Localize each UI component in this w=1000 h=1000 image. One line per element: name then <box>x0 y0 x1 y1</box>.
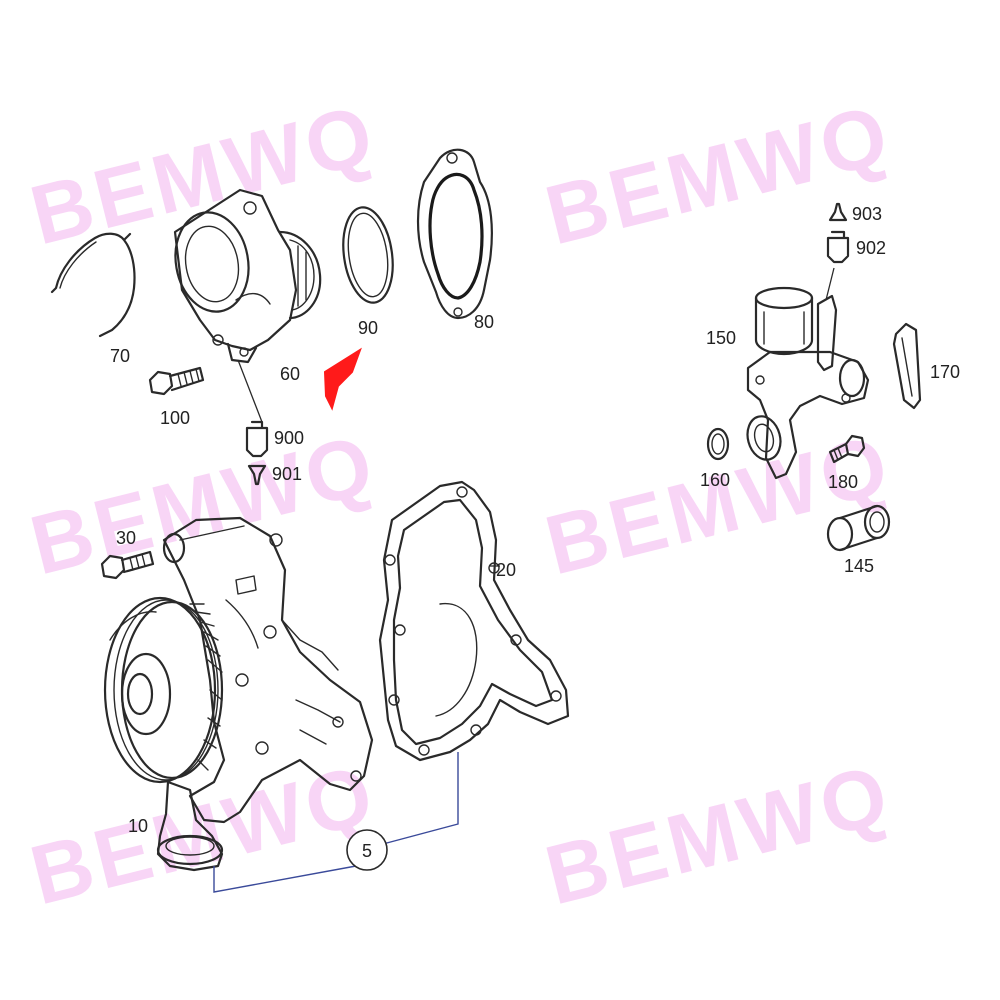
part-60-thermostat-housing <box>173 188 322 364</box>
callout-80: 80 <box>474 312 494 332</box>
callout-30: 30 <box>116 528 136 548</box>
callout-labels: 5 10 20 30 60 70 80 90 100 145 150 160 1… <box>110 204 960 861</box>
callout-902: 902 <box>856 238 886 258</box>
part-170-bracket <box>892 322 922 410</box>
watermark-top-left: BEMWQ <box>22 86 386 262</box>
red-arrow-icon <box>323 347 362 411</box>
part-90-o-ring <box>342 206 394 304</box>
callout-160: 160 <box>700 470 730 490</box>
part-70-wire-clip <box>50 232 136 338</box>
part-900-connector <box>237 359 269 458</box>
callout-900: 900 <box>274 428 304 448</box>
callout-150: 150 <box>706 328 736 348</box>
part-100-bolt <box>148 366 205 396</box>
part-80-gasket <box>416 148 493 320</box>
callout-70: 70 <box>110 346 130 366</box>
callout-903: 903 <box>852 204 882 224</box>
callout-10: 10 <box>128 816 148 836</box>
part-902-connector <box>826 230 850 264</box>
callout-90: 90 <box>358 318 378 338</box>
watermark-bottom-left: BEMWQ <box>22 746 386 922</box>
watermark-mid-left: BEMWQ <box>22 416 386 592</box>
callout-180: 180 <box>828 472 858 492</box>
part-145-sleeve <box>826 504 891 552</box>
kit-bracket-5 <box>213 752 459 893</box>
watermarks: BEMWQ BEMWQ BEMWQ BEMWQ BEMWQ BEMWQ <box>22 86 901 922</box>
callout-20: 20 <box>496 560 516 580</box>
part-160-o-ring <box>706 427 730 461</box>
callout-circle-5 <box>346 829 388 871</box>
watermark-bottom-right: BEMWQ <box>537 746 901 922</box>
part-30-bolt <box>100 550 155 580</box>
part-180-bolt <box>828 434 866 464</box>
part-903-cap <box>828 202 848 222</box>
part-20-gasket <box>378 480 570 762</box>
part-10-water-pump <box>103 516 374 872</box>
part-150-switchover-valve <box>746 267 870 480</box>
callout-100: 100 <box>160 408 190 428</box>
watermark-top-right: BEMWQ <box>537 86 901 262</box>
callout-170: 170 <box>930 362 960 382</box>
callout-5: 5 <box>362 841 372 861</box>
callout-145: 145 <box>844 556 874 576</box>
callout-60: 60 <box>280 364 300 384</box>
callout-901: 901 <box>272 464 302 484</box>
part-901-cap <box>247 464 267 486</box>
